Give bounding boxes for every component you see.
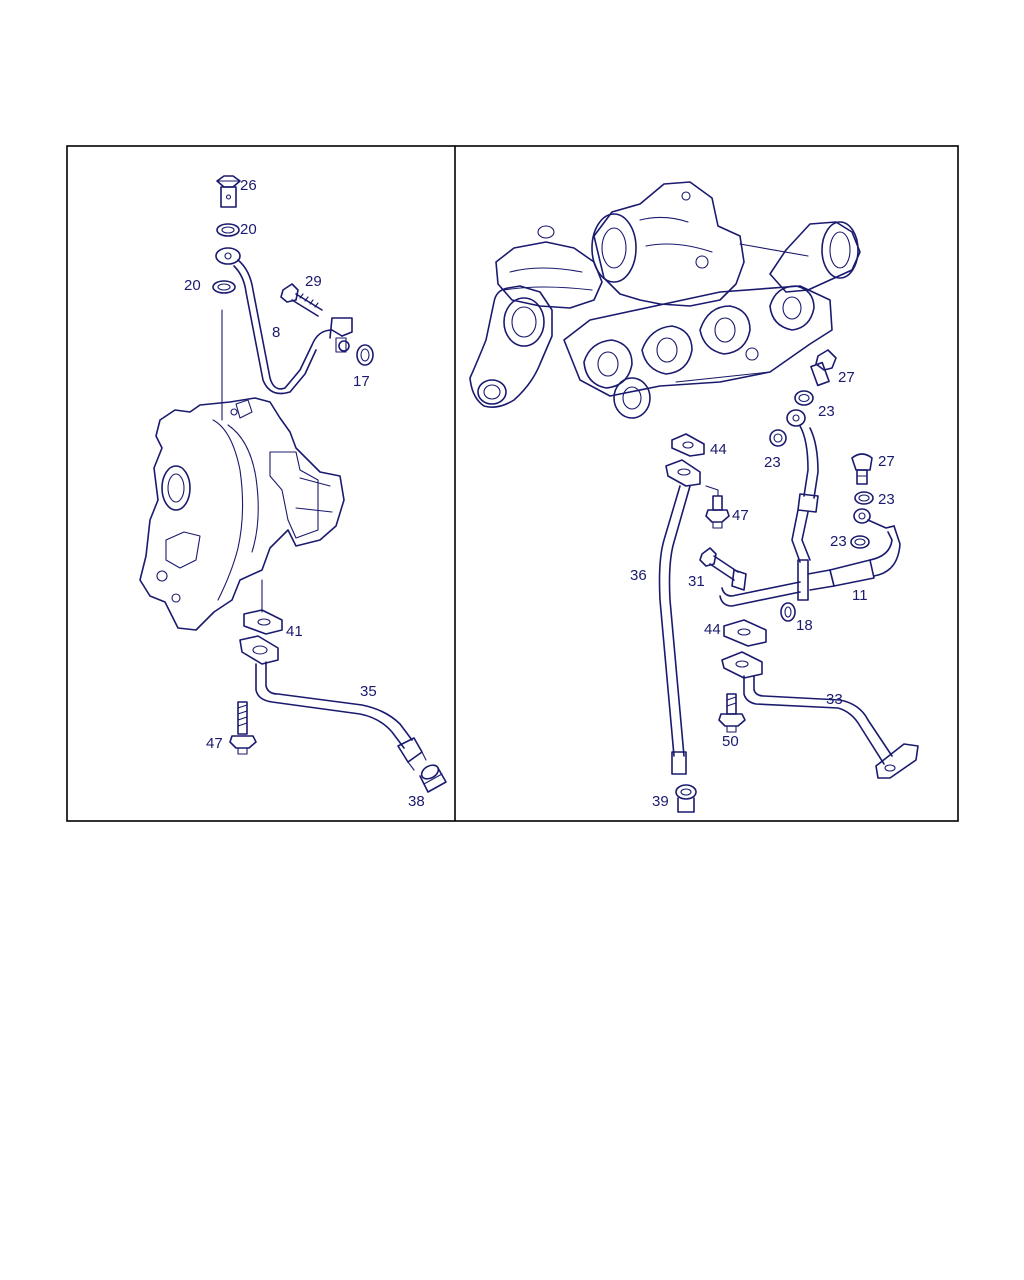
banjo-bolt-27-upper <box>810 349 837 387</box>
part-label-23-a: 23 <box>818 403 835 420</box>
sealing-ring-23-d <box>850 535 870 549</box>
part-label-18: 18 <box>796 617 813 634</box>
oil-return-pipe-36 <box>658 459 701 775</box>
oil-return-pipe-35 <box>239 635 427 771</box>
sealing-ring-17 <box>356 344 374 366</box>
bolt-47-right <box>705 485 730 529</box>
diagram-frame <box>66 145 959 822</box>
sealing-ring-20-upper <box>216 223 240 237</box>
part-label-29: 29 <box>305 273 322 290</box>
part-label-33: 33 <box>826 691 843 708</box>
part-label-35: 35 <box>360 683 377 700</box>
grommet-38 <box>419 764 447 793</box>
part-label-38: 38 <box>408 793 425 810</box>
part-label-27-upper: 27 <box>838 369 855 386</box>
part-label-39: 39 <box>652 793 669 810</box>
part-label-11: 11 <box>852 587 868 604</box>
part-label-44-lower: 44 <box>704 621 721 638</box>
bolt-47 <box>229 701 257 755</box>
gasket-41 <box>243 609 283 635</box>
part-label-27-lower: 27 <box>878 453 895 470</box>
part-label-23-b: 23 <box>764 454 781 471</box>
part-label-41: 41 <box>286 623 303 640</box>
part-label-23-c: 23 <box>878 491 895 508</box>
grommet-39 <box>675 784 697 813</box>
sealing-ring-23-c <box>854 491 874 505</box>
part-label-23-d: 23 <box>830 533 847 550</box>
gasket-44-lower <box>723 619 767 647</box>
part-label-20-lower: 20 <box>184 277 201 294</box>
bolt-50 <box>718 693 746 733</box>
part-label-44-upper: 44 <box>710 441 727 458</box>
part-label-20-upper: 20 <box>240 221 257 238</box>
right-panel: 27 23 23 11 <box>469 181 919 813</box>
bolt-29 <box>280 283 323 317</box>
part-label-31: 31 <box>688 573 705 590</box>
oil-feed-line-8 <box>215 247 353 395</box>
banjo-bolt-26 <box>216 175 241 208</box>
sealing-ring-23-a <box>794 390 814 406</box>
part-label-8: 8 <box>272 324 280 341</box>
left-panel: 26 20 8 20 29 <box>139 175 447 810</box>
part-label-17: 17 <box>353 373 370 390</box>
gasket-44-upper <box>671 433 705 457</box>
sealing-ring-18 <box>780 602 796 622</box>
turbo-manifold-assembly <box>469 181 861 419</box>
banjo-bolt-27-lower <box>851 453 873 485</box>
oil-return-pipe-33 <box>721 651 919 779</box>
turbocharger-housing-left <box>139 397 345 631</box>
sealing-ring-20-lower <box>212 280 236 294</box>
part-label-26: 26 <box>240 177 257 194</box>
part-label-47-right: 47 <box>732 507 749 524</box>
part-label-50: 50 <box>722 733 739 750</box>
sealing-ring-23-b <box>769 429 787 447</box>
part-label-47-left: 47 <box>206 735 223 752</box>
part-label-36: 36 <box>630 567 647 584</box>
bolt-31 <box>699 547 747 591</box>
oil-feed-line-11 <box>719 409 901 607</box>
